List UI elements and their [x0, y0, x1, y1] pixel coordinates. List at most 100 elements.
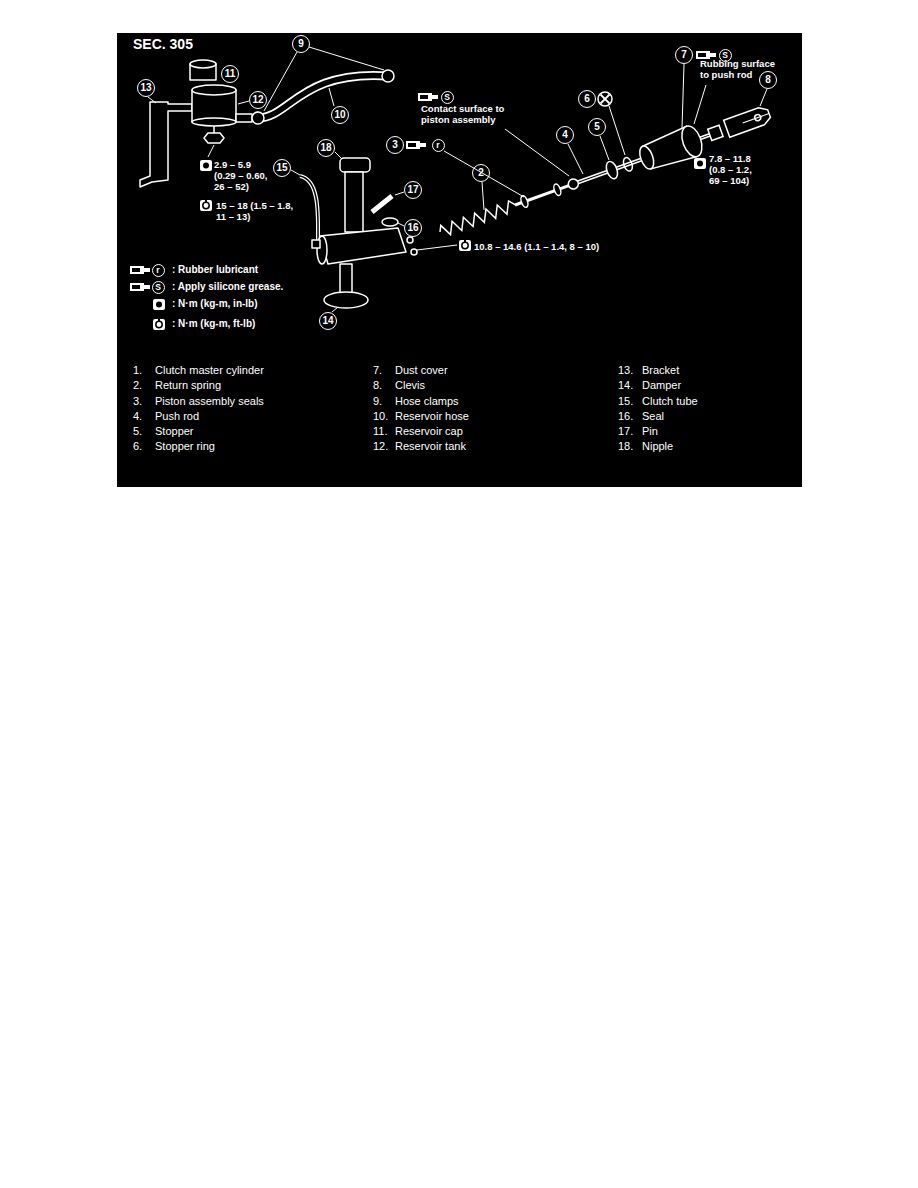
- cylinder-neck: [345, 172, 363, 232]
- part-name: Seal: [642, 410, 664, 423]
- leader-line: [505, 129, 569, 176]
- do-not-reuse-cross: [601, 95, 610, 104]
- lubricant-symbol-letter: S: [152, 281, 165, 294]
- part-number: 18.: [618, 440, 633, 453]
- part-number: 1.: [133, 364, 142, 377]
- annotation-note: Contact surface to piston assembly: [421, 103, 509, 125]
- part-number: 2.: [133, 379, 142, 392]
- leader-line: [417, 245, 457, 250]
- callout-number: 11: [221, 65, 239, 83]
- piston-seal: [552, 183, 562, 196]
- seal: [382, 218, 398, 226]
- stopper: [604, 160, 620, 180]
- callout-number: 17: [404, 181, 422, 199]
- spring-coil: [438, 199, 517, 237]
- torque-icon: [694, 158, 706, 169]
- reservoir-tank-bottom: [192, 118, 236, 126]
- legend-text: : Apply silicone grease.: [172, 281, 283, 293]
- callout-number: 15: [273, 159, 291, 177]
- part-name: Stopper: [155, 425, 194, 438]
- part-name: Clutch master cylinder: [155, 364, 264, 377]
- part-number: 10.: [373, 410, 388, 423]
- part-number: 13.: [618, 364, 633, 377]
- callout-number: 12: [249, 91, 267, 109]
- master-cylinder-drawing: [312, 158, 417, 308]
- callout-number: 6: [578, 90, 596, 108]
- grease-icon: [130, 283, 150, 291]
- part-name: Hose clamps: [395, 395, 459, 408]
- callout-number: 3: [386, 136, 404, 154]
- callout-number: 9: [292, 35, 310, 53]
- grease-icon: [696, 51, 716, 59]
- leader-line: [395, 192, 404, 195]
- part-number: 3.: [133, 395, 142, 408]
- legend-text: : N·m (kg-m, ft-lb): [172, 318, 255, 330]
- torque-icon: [153, 319, 165, 330]
- part-name: Pin: [642, 425, 658, 438]
- torque-spec: 10.8 – 14.6 (1.1 – 1.4, 8 – 10): [474, 241, 599, 252]
- bolt: [411, 249, 417, 255]
- do-not-reuse-cross: [601, 95, 610, 104]
- clutch-master-cylinder: [320, 228, 406, 264]
- leader-line: [291, 170, 300, 175]
- leader-line: [609, 106, 625, 155]
- part-name: Piston assembly seals: [155, 395, 264, 408]
- callout-number: 18: [317, 139, 335, 157]
- part-number: 14.: [618, 379, 633, 392]
- piston-seal: [520, 195, 530, 208]
- part-number: 9.: [373, 395, 382, 408]
- return-spring: [438, 199, 517, 237]
- torque-icon: [153, 299, 165, 310]
- clutch-tube: [300, 176, 318, 240]
- part-name: Nipple: [642, 440, 673, 453]
- nipple: [340, 158, 370, 172]
- part-name: Reservoir hose: [395, 410, 469, 423]
- damper: [324, 292, 368, 308]
- part-number: 4.: [133, 410, 142, 423]
- callout-number: 13: [137, 79, 155, 97]
- bracket: [140, 102, 192, 187]
- reservoir-hose-inner: [258, 75, 388, 118]
- callout-number: 4: [556, 126, 574, 144]
- leader-lines: [148, 47, 767, 312]
- hose-clamp: [252, 112, 264, 124]
- part-number: 5.: [133, 425, 142, 438]
- dust-cover-end: [637, 144, 656, 171]
- bolt: [407, 237, 413, 243]
- torque-spec: 7.8 – 11.8 (0.8 – 1.2, 69 – 104): [709, 153, 761, 186]
- leader-line: [760, 89, 767, 106]
- part-number: 17.: [618, 425, 633, 438]
- page-title: SEC. 305: [133, 36, 193, 52]
- leader-line: [398, 223, 404, 226]
- leader-line: [682, 64, 684, 128]
- do-not-reuse-symbol: [598, 92, 612, 106]
- leader-line: [309, 47, 384, 70]
- leader-line: [208, 145, 214, 157]
- stopper-ring: [622, 156, 634, 172]
- part-name: Dust cover: [395, 364, 448, 377]
- part-number: 15.: [618, 395, 633, 408]
- torque-spec: 15 – 18 (1.5 – 1.8, 11 – 13): [216, 200, 298, 222]
- part-name: Clutch tube: [642, 395, 698, 408]
- legend-text: : N·m (kg-m, in-lb): [172, 298, 258, 310]
- leader-line: [148, 97, 156, 103]
- part-name: Reservoir tank: [395, 440, 466, 453]
- lubricant-symbol-letter: S: [441, 91, 454, 104]
- pin: [372, 196, 392, 212]
- callout-number: 10: [331, 106, 349, 124]
- reservoir-cap-top: [190, 60, 216, 68]
- push-rod-assembly: [510, 98, 775, 220]
- part-name: Reservoir cap: [395, 425, 463, 438]
- reservoir-tank-top: [192, 85, 236, 95]
- leader-line: [600, 136, 609, 160]
- legend-text: : Rubber lubricant: [172, 264, 258, 276]
- reservoir-hose-outline: [258, 75, 388, 118]
- callout-number: 5: [588, 118, 606, 136]
- part-number: 11.: [373, 425, 387, 438]
- part-name: Push rod: [155, 410, 199, 423]
- tube-fitting: [312, 240, 320, 248]
- bolt-shank: [213, 126, 215, 133]
- part-number: 8.: [373, 379, 382, 392]
